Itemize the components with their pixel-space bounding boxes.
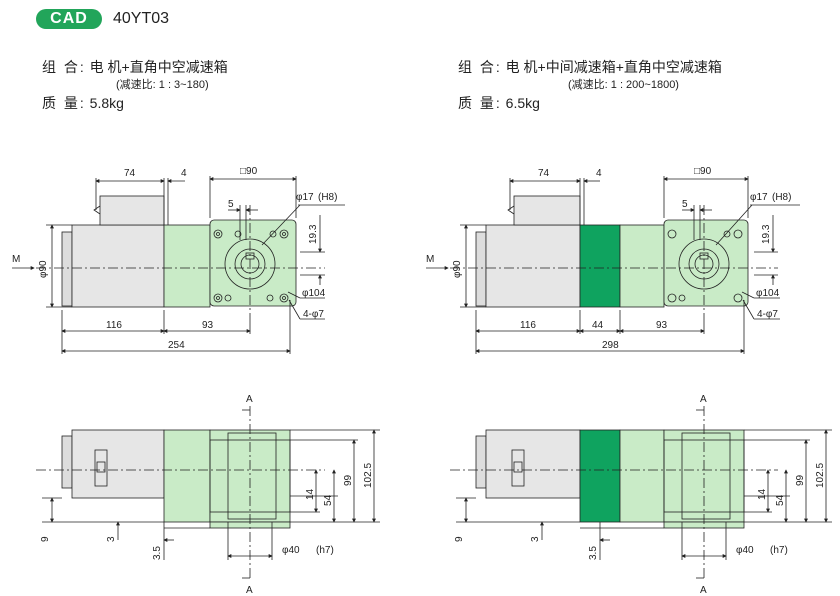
dim-54: 54	[323, 494, 334, 506]
ratio: (减速比: 1 : 3~180)	[116, 79, 209, 91]
dim-4: 4	[181, 168, 187, 179]
dim-54: 54	[775, 494, 786, 506]
dim-4: 4	[596, 168, 602, 179]
dim-3: 3	[530, 536, 541, 542]
dim-298: 298	[602, 340, 619, 351]
section-a-bottom: A	[700, 585, 707, 596]
dim-9: 9	[40, 536, 51, 542]
left-side-view	[36, 406, 380, 580]
motor-body	[71, 224, 165, 308]
dim-phi40: φ40	[736, 545, 754, 556]
mass-value: 5.8kg	[89, 95, 124, 111]
combo-label: 组 合:	[458, 59, 502, 75]
right-spec: 组 合: 电 机+中间减速箱+直角中空减速箱 (减速比: 1 : 200~180…	[458, 58, 722, 112]
model-number: 40YT03	[113, 10, 170, 27]
ratio: (减速比: 1 : 200~1800)	[568, 79, 679, 91]
dim-74: 74	[124, 168, 136, 179]
dim-holes: 4-φ7	[757, 309, 778, 320]
dim-102-5: 102.5	[363, 463, 374, 488]
section-a-bottom: A	[246, 585, 253, 596]
dim-19-3: 19.3	[761, 224, 772, 244]
dim-sq90: □90	[240, 166, 258, 177]
dim-3-5: 3.5	[152, 546, 163, 560]
dim-74: 74	[538, 168, 550, 179]
right-side-labels: A A 14 54 99 102.5 9 3 3.5 φ40 (h7)	[454, 394, 826, 596]
right-side-view	[450, 406, 832, 580]
dim-5: 5	[682, 199, 688, 210]
dim-254: 254	[168, 340, 185, 351]
intermediate-gearbox	[579, 224, 621, 308]
dim-phi17: φ17	[296, 192, 314, 203]
dim-93: 93	[656, 320, 668, 331]
combo-label: 组 合:	[42, 59, 86, 75]
mass-label: 质 量:	[42, 95, 86, 111]
dim-phi104: φ104	[756, 288, 780, 299]
dim-sq90: □90	[694, 166, 712, 177]
terminal-box	[99, 195, 165, 226]
dim-3-5: 3.5	[588, 546, 599, 560]
dim-phi17: φ17	[750, 192, 768, 203]
section-a-top: A	[700, 394, 707, 405]
cad-badge: CAD	[36, 9, 102, 29]
right-front-view	[426, 176, 800, 354]
section-a-top: A	[246, 394, 253, 405]
dim-h7: (h7)	[770, 545, 788, 556]
mass-value: 6.5kg	[505, 95, 540, 111]
left-front-labels: 74 4 □90 5 φ17 (H8) 19.3 M φ90 φ104 4-φ7…	[12, 166, 337, 351]
dim-h8: (H8)	[772, 192, 791, 203]
dim-phi104: φ104	[302, 288, 326, 299]
dim-h7: (h7)	[316, 545, 334, 556]
combo-value: 电 机+直角中空减速箱	[89, 59, 228, 75]
label-m: M	[426, 254, 434, 265]
dim-9: 9	[454, 536, 465, 542]
dim-116: 116	[106, 320, 122, 331]
dim-19-3: 19.3	[308, 224, 319, 244]
dim-14: 14	[757, 488, 768, 500]
mount-holes	[213, 229, 289, 303]
dim-93: 93	[202, 320, 214, 331]
left-front-view	[12, 176, 345, 354]
combo-value: 电 机+中间减速箱+直角中空减速箱	[505, 59, 722, 75]
dim-102-5: 102.5	[815, 463, 826, 488]
dim-99: 99	[343, 474, 354, 486]
dim-phi40: φ40	[282, 545, 300, 556]
dim-14: 14	[305, 488, 316, 500]
dim-99: 99	[795, 474, 806, 486]
left-side-labels: A A 14 54 99 102.5 9 3 3.5 φ40 (h7)	[40, 394, 374, 596]
mass-label: 质 量:	[458, 95, 502, 111]
dim-116: 116	[520, 320, 536, 331]
dim-44: 44	[592, 320, 604, 331]
dim-5: 5	[228, 199, 234, 210]
right-front-labels: 74 4 □90 5 φ17 (H8) 19.3 M φ90 φ104 4-φ7…	[426, 166, 791, 351]
dim-phi90: φ90	[38, 260, 49, 278]
dim-phi90: φ90	[452, 260, 463, 278]
dim-h8: (H8)	[318, 192, 337, 203]
dim-holes: 4-φ7	[303, 309, 324, 320]
label-m: M	[12, 254, 20, 265]
dim-3: 3	[106, 536, 117, 542]
gear-housing	[163, 224, 211, 308]
left-spec: 组 合: 电 机+直角中空减速箱 (减速比: 1 : 3~180) 质 量: 5…	[42, 58, 228, 112]
